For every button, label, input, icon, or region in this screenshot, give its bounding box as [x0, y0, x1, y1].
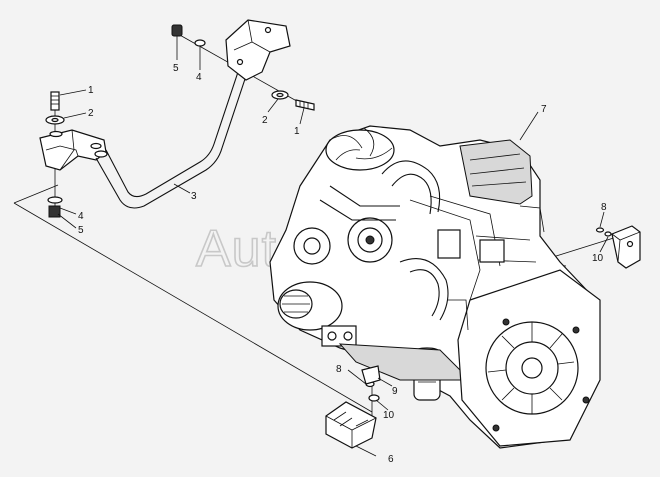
callout-7: 7 [541, 104, 547, 115]
callout-5-left: 5 [78, 225, 84, 236]
callout-4-top: 4 [196, 72, 202, 83]
right-mount-bracket [611, 225, 641, 269]
callout-5-top: 5 [173, 63, 179, 74]
washer-10-right [604, 231, 612, 237]
callout-6: 6 [388, 454, 394, 465]
callout-8-bottom: 8 [336, 364, 342, 375]
washer-4-left [47, 196, 63, 204]
callout-2-mid: 2 [262, 115, 268, 126]
callout-1-top: 1 [88, 85, 94, 96]
callout-4-left: 4 [78, 211, 84, 222]
callout-10-bottom: 10 [383, 410, 395, 421]
right-bracket-assembly [595, 225, 641, 269]
bottom-mount-assembly [325, 365, 381, 449]
bolt-1-left [50, 91, 60, 111]
callout-1-mid: 1 [294, 126, 300, 137]
callout-labels: 1 2 3 4 5 5 4 2 1 7 8 10 8 9 10 6 [78, 63, 607, 465]
callout-leaders [57, 36, 609, 457]
top-bracket-assembly [171, 19, 315, 111]
nut-8-right [595, 227, 605, 233]
nut-5-left [48, 205, 61, 218]
callout-3: 3 [191, 191, 197, 202]
top-engine-bracket [225, 19, 291, 81]
callout-9: 9 [392, 386, 398, 397]
rubber-mount-6 [325, 401, 377, 449]
mount-bracket-9 [361, 365, 381, 385]
left-bracket-assembly [39, 91, 107, 218]
support-pipe-3 [94, 55, 251, 209]
bolt-1-mid [295, 99, 315, 111]
nut-5-top [171, 24, 183, 37]
callout-8-right: 8 [601, 202, 607, 213]
engine-assembly-7 [269, 125, 601, 449]
compressor-mount [321, 325, 357, 347]
washer-4-top [194, 39, 206, 47]
callout-2-top: 2 [88, 108, 94, 119]
washer-10-bottom [368, 394, 380, 402]
callout-10-right: 10 [592, 253, 604, 264]
left-engine-bracket [39, 129, 107, 171]
